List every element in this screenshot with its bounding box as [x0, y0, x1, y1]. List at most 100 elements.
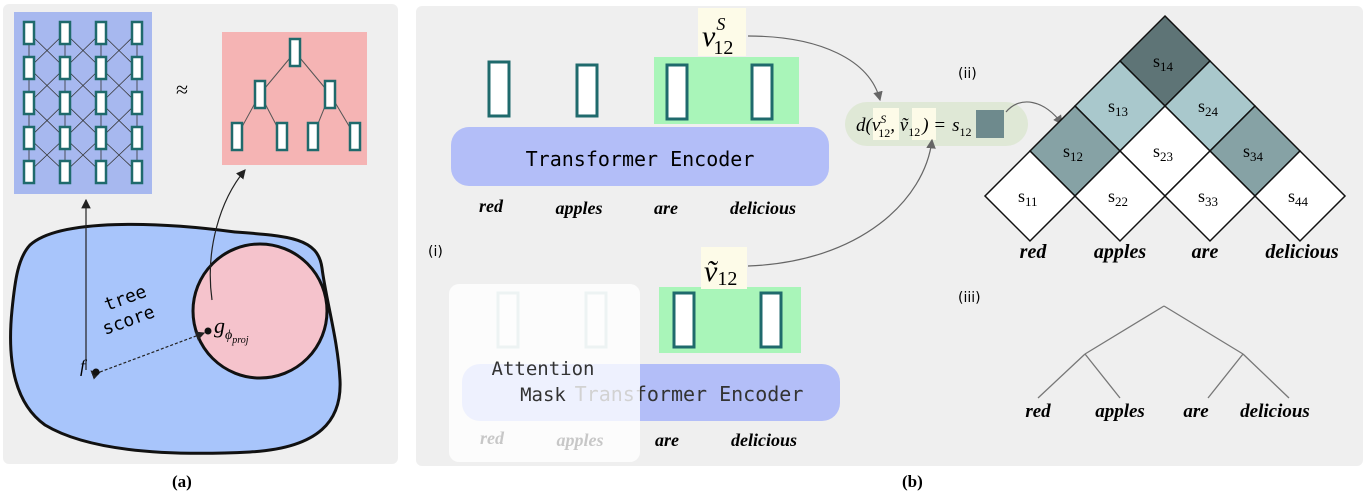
network-node [22, 90, 36, 116]
dense-network-nodes [22, 20, 144, 185]
top-transformer-encoder [451, 127, 829, 186]
chart-cell-label-sub: 13 [1115, 104, 1128, 119]
tree-score-distance-arrow [90, 331, 206, 380]
chart-cell-label-base: s [1018, 186, 1025, 206]
formula-v-highlight [873, 108, 899, 140]
point-g-base: g [214, 313, 225, 338]
arrow-v-to-distance [747, 35, 883, 102]
chart-cell-label: s14 [1153, 51, 1174, 74]
network-node [94, 125, 108, 151]
chart-word: apples [1094, 241, 1146, 263]
formula-sub1: 12 [878, 126, 890, 140]
formula-sub2: 12 [908, 125, 920, 139]
network-node [130, 159, 144, 185]
label-i: (i) [428, 244, 443, 260]
top-word: apples [556, 198, 603, 218]
arrow-vtilde-to-distance [747, 138, 936, 267]
attention-mask-overlay [449, 284, 640, 462]
network-node [22, 55, 36, 81]
network-node [130, 90, 144, 116]
chart-cell-label-sub: 22 [1115, 194, 1128, 209]
chart-word: delicious [1265, 241, 1339, 263]
tree-score-label: tree score [100, 281, 158, 340]
top-word: red [479, 196, 504, 216]
network-node [22, 20, 36, 46]
chart-cell-label-sub: 11 [1025, 194, 1038, 209]
bottom-word: delicious [731, 430, 797, 450]
top-token-vector [665, 63, 689, 121]
formula-suffix: ) = [921, 115, 946, 136]
caption-a: (a) [172, 472, 192, 491]
chart-words: red apples are delicious [1020, 241, 1339, 263]
chart-word: are [1192, 241, 1219, 263]
vector-label-bottom: ṽ12 [704, 255, 737, 290]
tree-word: are [1183, 401, 1209, 422]
point-g-sub: ϕ [225, 328, 232, 343]
formula-result-base: s [952, 115, 959, 136]
point-g-subsub: proj [231, 335, 249, 346]
tree-word: delicious [1240, 401, 1310, 422]
chart-cell-label-base: s [1108, 96, 1115, 116]
chart-cell-label: s33 [1198, 186, 1218, 209]
tree-node [288, 37, 302, 68]
label-iii: (iii) [958, 290, 981, 306]
network-node [130, 125, 144, 151]
network-node [94, 159, 108, 185]
chart-cell-label: s22 [1108, 186, 1128, 209]
formula-vtilde-highlight [912, 108, 936, 140]
tree-word: red [1025, 401, 1051, 422]
top-token-vector [487, 60, 511, 118]
chart-cell-label-sub: 12 [1070, 149, 1083, 164]
vector-label-top-bg [698, 8, 746, 56]
vector-label-bottom-bg [701, 247, 747, 289]
network-node [58, 20, 72, 46]
formula-mid: , ṽ [890, 115, 909, 136]
bottom-token-vector [672, 291, 696, 349]
tree-word: apples [1095, 401, 1145, 422]
chart-cell-label-base: s [1198, 96, 1205, 116]
sparse-tree-nodes [230, 37, 362, 152]
chart-cell-label-base: s [1288, 186, 1295, 206]
chart-cell-label: s44 [1288, 186, 1309, 209]
chart-cell-label-sub: 14 [1160, 59, 1174, 74]
attention-mask-line1: Attention [492, 358, 595, 380]
chart-cell-label: s13 [1108, 96, 1128, 119]
network-node [58, 55, 72, 81]
point-f-label: f [80, 356, 88, 376]
network-node [58, 159, 72, 185]
top-word: delicious [730, 198, 796, 218]
network-node [130, 20, 144, 46]
chart-cell-label-sub: 44 [1295, 194, 1309, 209]
arrow-distance-to-chart [1005, 101, 1063, 125]
chart-cell [983, 149, 1077, 243]
network-node [22, 159, 36, 185]
point-f [92, 368, 100, 376]
top-token-vector [750, 63, 774, 121]
chart-cell-label: s23 [1153, 141, 1173, 164]
chart-cell [1073, 149, 1167, 243]
chart-cell-label: s24 [1198, 96, 1219, 119]
chart-word: red [1020, 241, 1048, 263]
dense-network-box [14, 12, 152, 194]
tree-node [230, 121, 244, 152]
vector-label-top-base: v [702, 20, 716, 53]
top-encoder-words: red apples are delicious [479, 196, 796, 218]
chart-cell-label: s11 [1018, 186, 1038, 209]
attention-mask-line2: Mask [520, 384, 566, 406]
network-node [94, 20, 108, 46]
arrow-g-to-tree [209, 169, 246, 301]
top-word: are [654, 198, 678, 218]
network-node [94, 90, 108, 116]
network-node [130, 55, 144, 81]
vector-label-bottom-base: ṽ [704, 255, 719, 288]
caption-b: (b) [902, 472, 923, 491]
top-encoder-title: Transformer Encoder [526, 147, 755, 171]
chart-cell-label-base: s [1153, 51, 1160, 71]
projection-subspace-circle [191, 242, 329, 380]
chart-cell-label-sub: 24 [1205, 104, 1219, 119]
chart-cell [1163, 149, 1257, 243]
chart-cell [1253, 149, 1347, 243]
